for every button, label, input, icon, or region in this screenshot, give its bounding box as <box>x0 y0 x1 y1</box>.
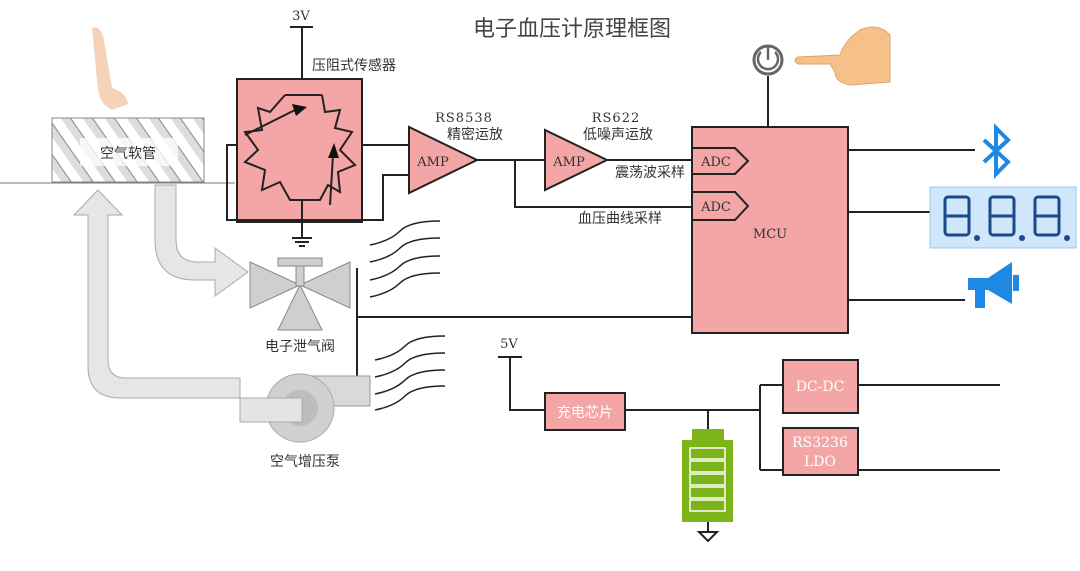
svg-text:RS622: RS622 <box>592 111 641 126</box>
svg-text:压阻式传感器: 压阻式传感器 <box>312 57 396 74</box>
svg-text:ADC: ADC <box>700 155 731 170</box>
air-pump <box>239 373 371 443</box>
svg-text:RS8538: RS8538 <box>435 111 493 126</box>
svg-text:空气软管: 空气软管 <box>100 146 156 162</box>
ground-icon <box>696 531 720 543</box>
svg-text:AMP: AMP <box>416 155 449 170</box>
svg-text:空气增压泵: 空气增压泵 <box>270 454 340 470</box>
diagram-title: 电子血压计原理框图 <box>473 17 671 42</box>
air-flow-down-arrow <box>154 184 249 297</box>
bluetooth-icon <box>982 123 1011 179</box>
svg-text:电子泄气阀: 电子泄气阀 <box>265 339 335 355</box>
svg-text:3V: 3V <box>292 9 310 24</box>
air-hose: 空气软管 <box>0 117 235 184</box>
svg-text:5V: 5V <box>500 337 518 352</box>
seven-segment-display-icon <box>929 186 1077 249</box>
ground-icon <box>292 237 312 247</box>
arm-icon <box>92 27 128 111</box>
adc-oscillation <box>692 147 750 175</box>
svg-text:精密运放: 精密运放 <box>447 126 503 143</box>
air-flow-up-arrow <box>72 189 241 399</box>
svg-text:LDO: LDO <box>804 454 836 470</box>
pointing-hand-icon <box>794 26 891 86</box>
dc-dc-block <box>782 359 859 414</box>
svg-text:血压曲线采样: 血压曲线采样 <box>578 211 662 227</box>
amp-rs8538 <box>408 125 480 195</box>
svg-text:AMP: AMP <box>552 155 585 170</box>
svg-text:RS3236: RS3236 <box>792 435 848 451</box>
svg-text:ADC: ADC <box>700 200 731 215</box>
megaphone-icon <box>968 262 1019 308</box>
svg-text:充电芯片: 充电芯片 <box>557 405 613 421</box>
adc-curve <box>692 191 750 221</box>
charger-chip <box>544 392 626 431</box>
amp-rs622 <box>544 128 610 192</box>
battery-icon <box>682 429 733 522</box>
svg-text:DC-DC: DC-DC <box>796 379 845 395</box>
electronic-release-valve <box>249 257 351 331</box>
airflow-lines <box>369 220 446 411</box>
ldo-block <box>782 427 859 476</box>
power-button-icon[interactable] <box>752 44 784 76</box>
mcu-block <box>691 126 849 334</box>
svg-text:震荡波采样: 震荡波采样 <box>615 165 685 181</box>
svg-text:MCU: MCU <box>753 227 787 242</box>
svg-text:低噪声运放: 低噪声运放 <box>583 127 653 143</box>
